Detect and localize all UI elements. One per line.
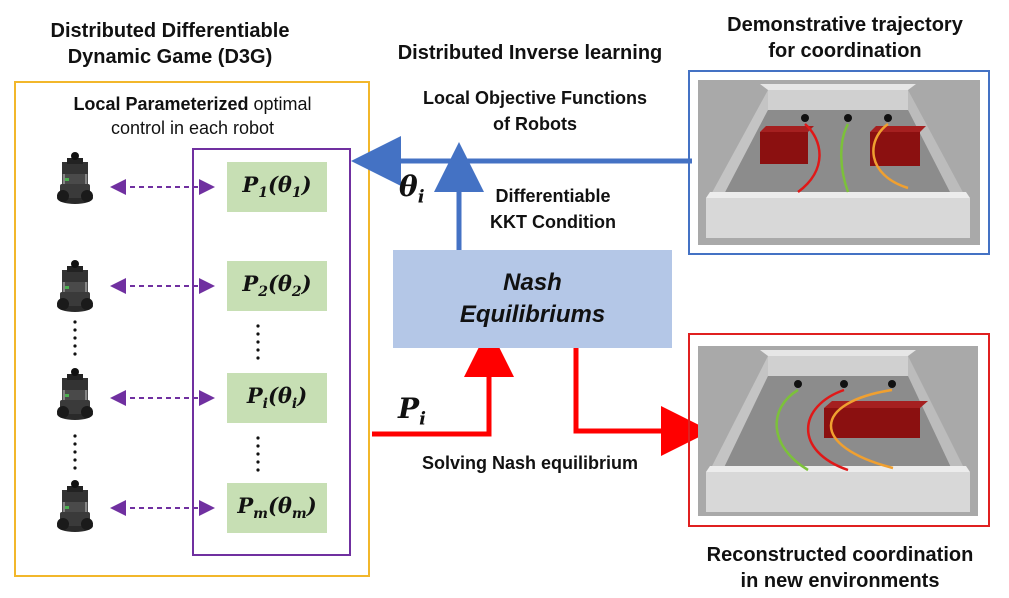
recon-scene [698,346,978,516]
p-symbol: P [398,392,420,425]
robot-ellipsis-upper [73,320,77,356]
robot-m [56,479,94,533]
solving-caption: Solving Nash equilibrium [421,453,639,473]
nash-line1: Nash [503,269,562,296]
pi-theta: θ [277,383,292,409]
demo-title-line2: for coordination [768,40,922,62]
demo-scene [698,80,980,245]
d3g-title-line1: Distributed Differentiable [50,20,290,42]
problem-box-i: Pi(θi) [227,373,327,423]
d3g-panel [14,81,370,577]
recon-title-line1: Reconstructed coordination [706,544,974,566]
p-subscript: i [419,408,426,430]
local-caption-rest: optimal [248,94,312,114]
demo-title: Demonstrative trajectory for coordinatio… [695,12,995,64]
nash-line2: Equilibriums [459,301,606,328]
d3g-title-line2: Dynamic Game (D3G) [67,46,273,68]
pm-theta-sub: m [291,506,307,523]
p1-sub: 1 [258,185,268,202]
pi-theta-sub: i [291,396,298,413]
pi-sub: i [262,396,268,413]
pm-theta: θ [277,493,292,519]
p2-theta: θ [277,271,292,297]
p2-theta-sub: 2 [291,284,302,301]
p2-symbol: P [242,271,259,297]
objective-caption: Local Objective Functions of Robots [395,85,675,137]
theta-i-label: θi [399,170,425,208]
local-caption-line2: control in each robot [110,118,275,138]
objective-line2: of Robots [493,114,577,134]
problem-box-2: P2(θ2) [227,261,327,311]
problem-box-1: P1(θ1) [227,162,327,212]
problem-ellipsis-lower [256,436,260,472]
p-i-label: Pi [398,392,426,430]
local-control-caption: Local Parameterized optimal control in e… [20,92,365,140]
forward-arrow-out [573,348,711,456]
d3g-title: Distributed Differentiable Dynamic Game … [10,18,330,70]
kkt-line1: Differentiable [495,186,611,206]
pi-symbol: P [246,383,263,409]
inverse-learning-title: Distributed Inverse learning [397,42,663,64]
kkt-line2: KKT Condition [490,212,616,232]
theta-subscript: i [417,186,425,208]
recon-title-line2: in new environments [740,570,940,592]
robot-ellipsis-lower [73,434,77,470]
pm-symbol: P [237,493,254,519]
problem-box-m: Pm(θm) [227,483,327,533]
robot-2 [56,259,94,313]
forward-arrow-in [372,327,514,437]
problem-list-frame [192,148,351,556]
p1-theta-sub: 1 [291,185,302,202]
recon-frame [688,333,990,527]
recon-title: Reconstructed coordination in new enviro… [680,542,1000,594]
theta-symbol: θ [399,170,418,203]
problem-ellipsis-upper [256,324,260,360]
demo-frame [688,70,990,255]
objective-line1: Local Objective Functions [422,88,648,108]
p2-sub: 2 [258,284,268,301]
nash-box: Nash Equilibriums [393,250,672,348]
p1-symbol: P [242,172,259,198]
demo-title-line1: Demonstrative trajectory [727,14,963,36]
p1-theta: θ [277,172,292,198]
robot-1 [56,151,94,205]
local-caption-bold: Local Parameterized [73,94,249,114]
robot-i [56,367,94,421]
kkt-caption: Differentiable KKT Condition [478,183,628,235]
pm-sub: m [253,506,268,523]
